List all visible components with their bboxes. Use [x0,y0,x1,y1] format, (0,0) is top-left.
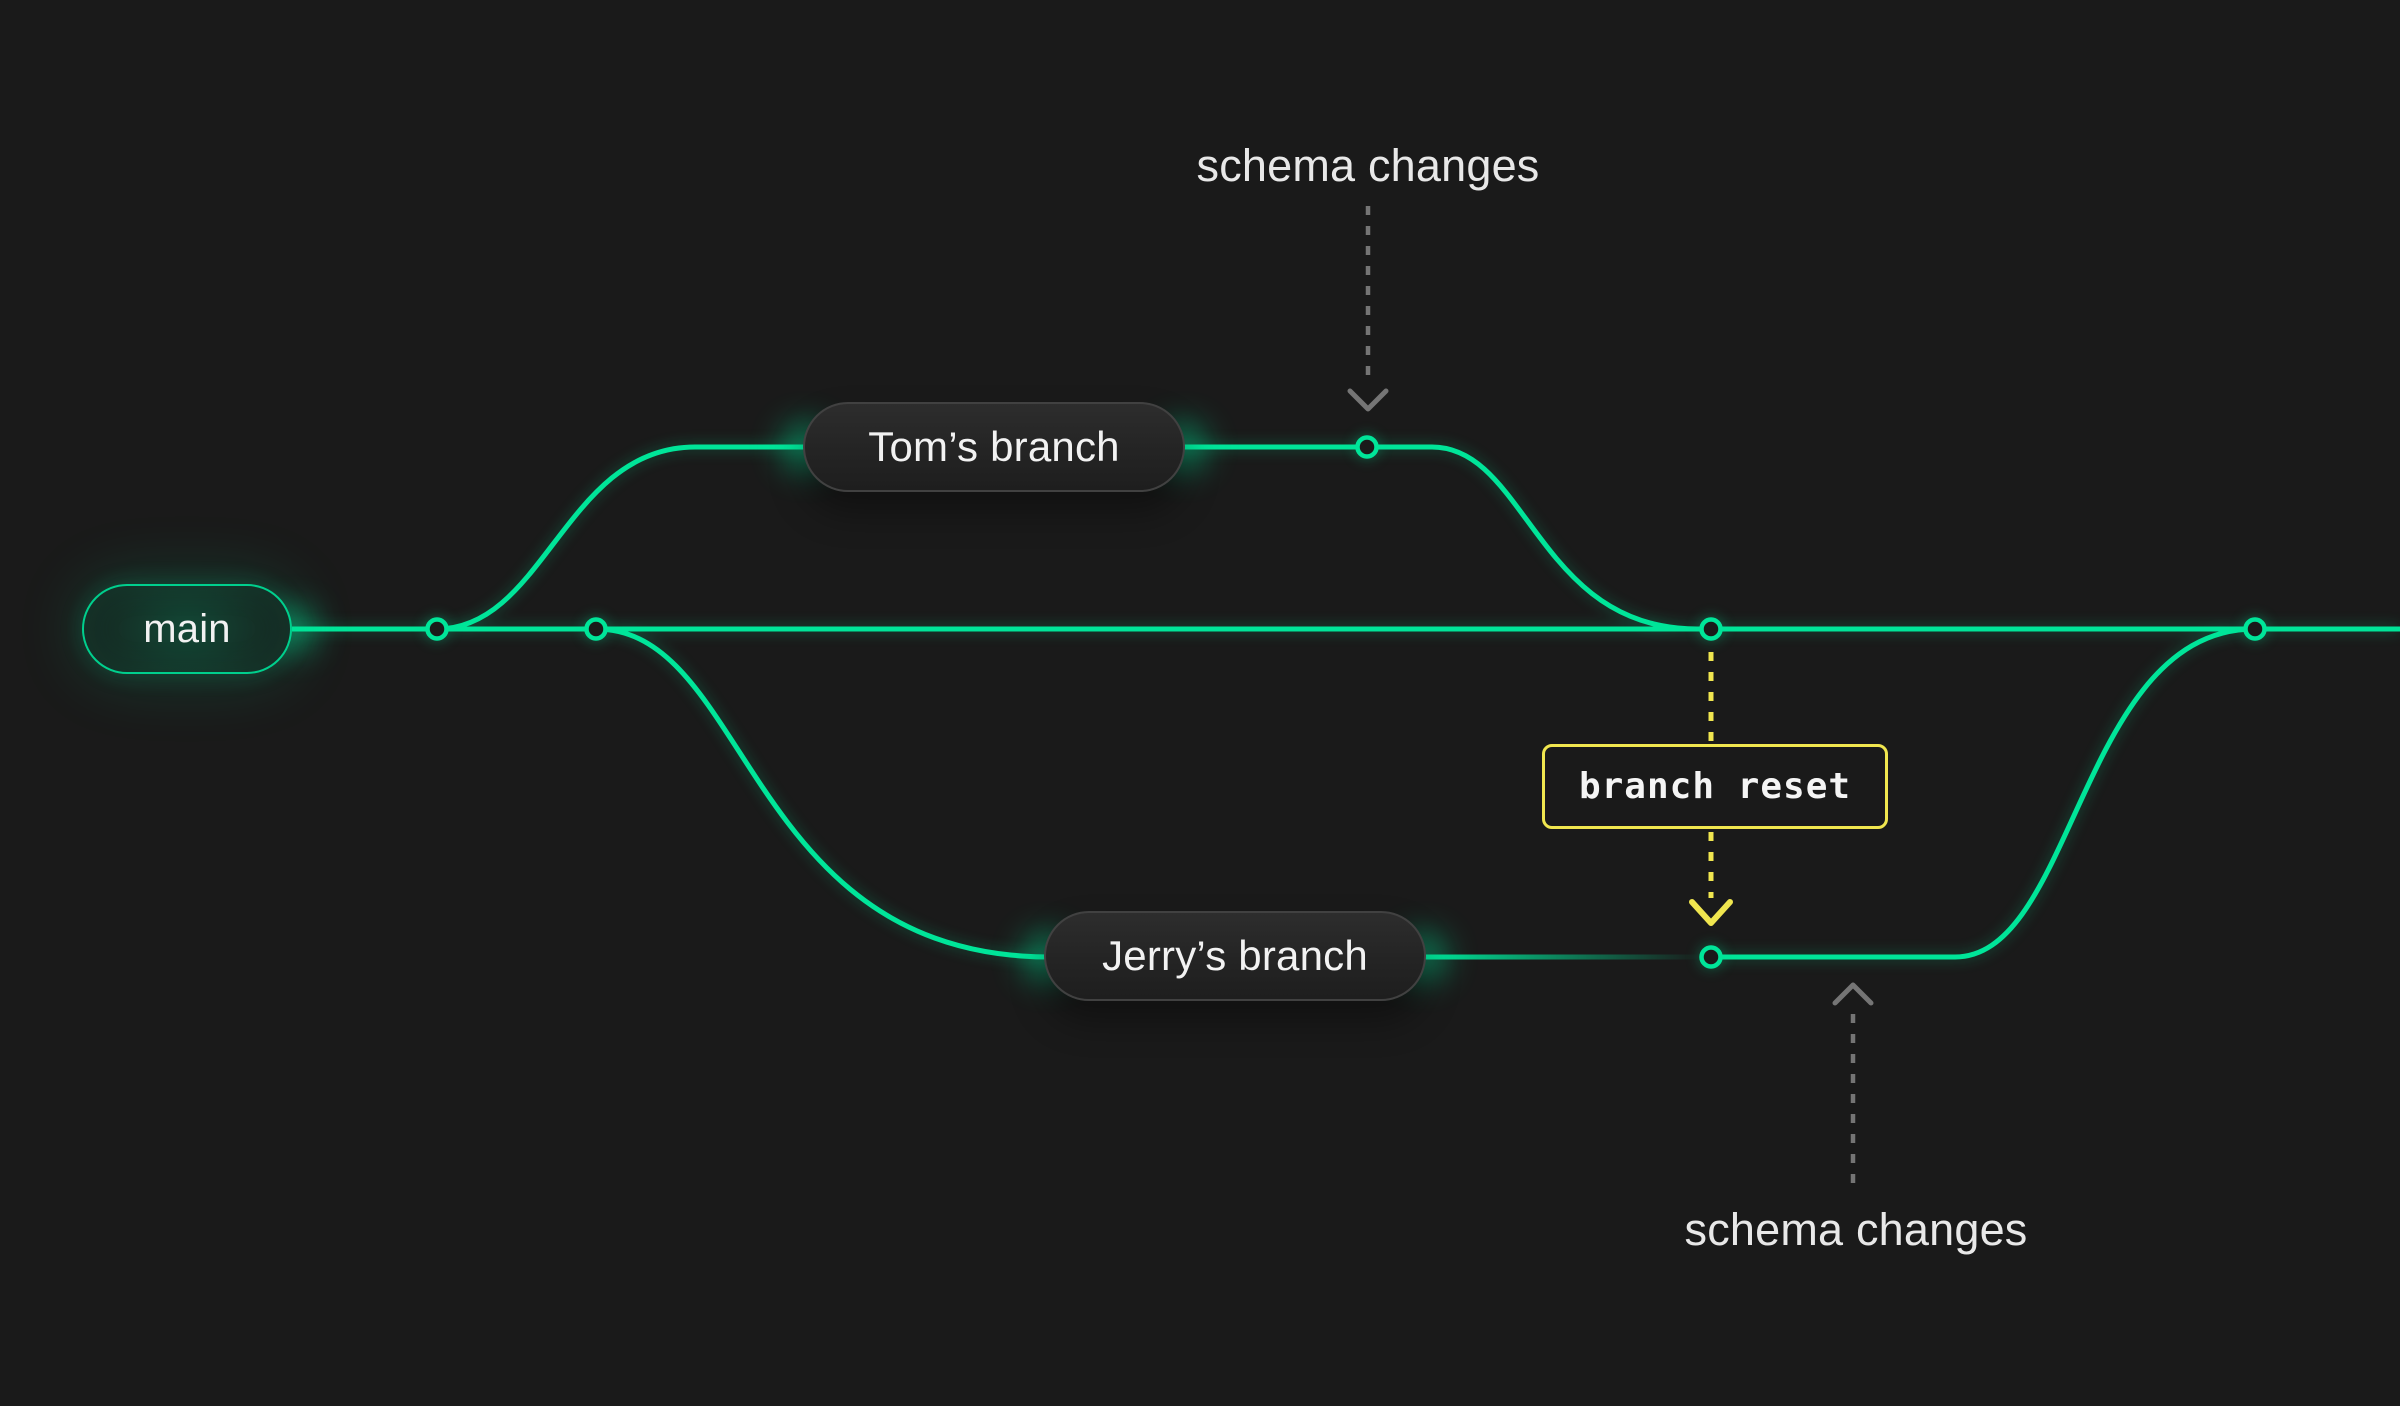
jerry-branch-merge-curve [1711,626,2256,960]
commit-node-jerry-reset-target [1699,945,1723,969]
schema-changes-top-label: schema changes [1196,140,1540,191]
commit-node-tom [1355,435,1379,459]
tom-branch-out-curve [436,444,1185,632]
tom-branch-merge-curve [1185,444,1698,632]
jerry-branch-label: Jerry’s branch [1102,932,1368,979]
commit-node-main-1 [425,617,449,641]
jerry-branch-out-curve [595,626,1051,960]
tom-branch-pill: Tom’s branch [803,402,1185,492]
schema-changes-bottom-label: schema changes [1684,1204,2028,1255]
tom-branch-label: Tom’s branch [868,423,1120,470]
arrow-down-yellow-icon [1689,899,1733,926]
main-branch-pill: main [82,584,292,674]
commit-node-main-merge [2243,617,2267,641]
branch-reset-box: branch reset [1542,744,1888,829]
arrow-up-icon [1832,982,1874,1006]
branch-reset-label: branch reset [1578,766,1852,807]
main-branch-label: main [143,606,231,651]
commit-node-main-reset-source [1699,617,1723,641]
arrow-down-icon [1347,388,1389,412]
jerry-branch-pill: Jerry’s branch [1044,911,1426,1001]
commit-node-main-2 [584,617,608,641]
